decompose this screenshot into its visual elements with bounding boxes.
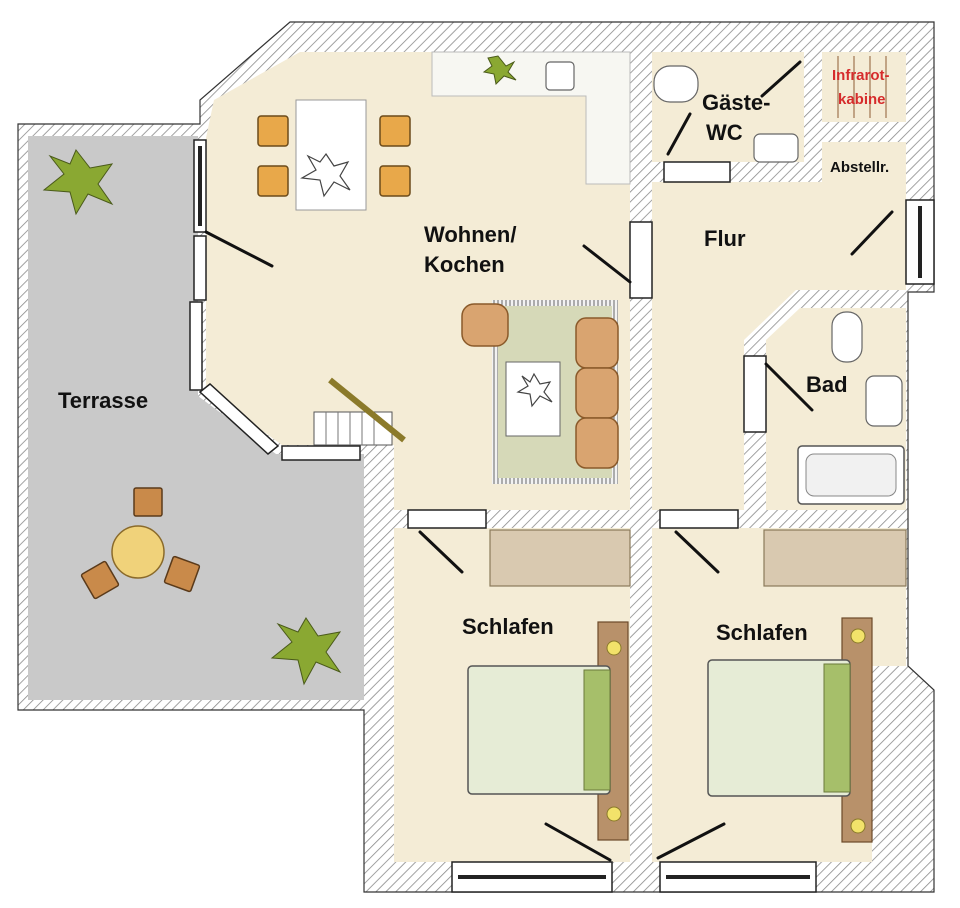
terrace-furniture: [80, 487, 201, 600]
label-guest-wc-line2: WC: [706, 120, 743, 145]
sink-icon: [753, 133, 799, 163]
storage-floor: [822, 142, 906, 182]
wardrobe: [763, 529, 907, 587]
terrace-floor: [28, 136, 364, 700]
table-icon: [295, 99, 367, 211]
doors: [204, 60, 894, 862]
bath-fixtures: [797, 311, 905, 505]
label-infrared-line2: kabine: [838, 91, 886, 108]
label-hallway: Flur: [704, 226, 746, 251]
label-living-line1: Wohnen/: [424, 222, 516, 247]
dining-set: [257, 99, 411, 211]
hallway-floor: [652, 182, 906, 510]
wardrobe: [489, 529, 631, 587]
chair-icon: [257, 115, 411, 197]
label-infrared-line1: Infrarot-: [832, 67, 890, 84]
label-bath: Bad: [806, 372, 848, 397]
infrared-slats: [837, 56, 887, 118]
plant-icon-small: [300, 152, 553, 408]
infrared-cabin-floor: [822, 52, 906, 122]
label-bedroom-right: Schlafen: [716, 620, 808, 645]
table-icon: [111, 525, 165, 579]
guest-wc-fixtures: [653, 65, 799, 163]
label-living-line2: Kochen: [424, 252, 505, 277]
chair-icon: [80, 487, 201, 600]
toilet-icon: [831, 311, 863, 363]
stairs-icon: [313, 377, 406, 446]
bedroom-right-furniture: [707, 529, 907, 843]
label-guest-wc-line1: Gäste-: [702, 90, 770, 115]
kitchen-counter: [431, 51, 631, 185]
label-storage: Abstellr.: [830, 159, 889, 176]
bedroom-left-furniture: [467, 529, 631, 841]
sofa-icon: [461, 303, 619, 469]
windows: [189, 139, 935, 893]
toilet-icon: [653, 65, 699, 103]
sink-icon: [865, 375, 903, 427]
label-terrace: Terrasse: [58, 388, 148, 413]
window-panes: [198, 146, 922, 879]
plant-icon: [42, 55, 517, 686]
label-bedroom-left: Schlafen: [462, 614, 554, 639]
